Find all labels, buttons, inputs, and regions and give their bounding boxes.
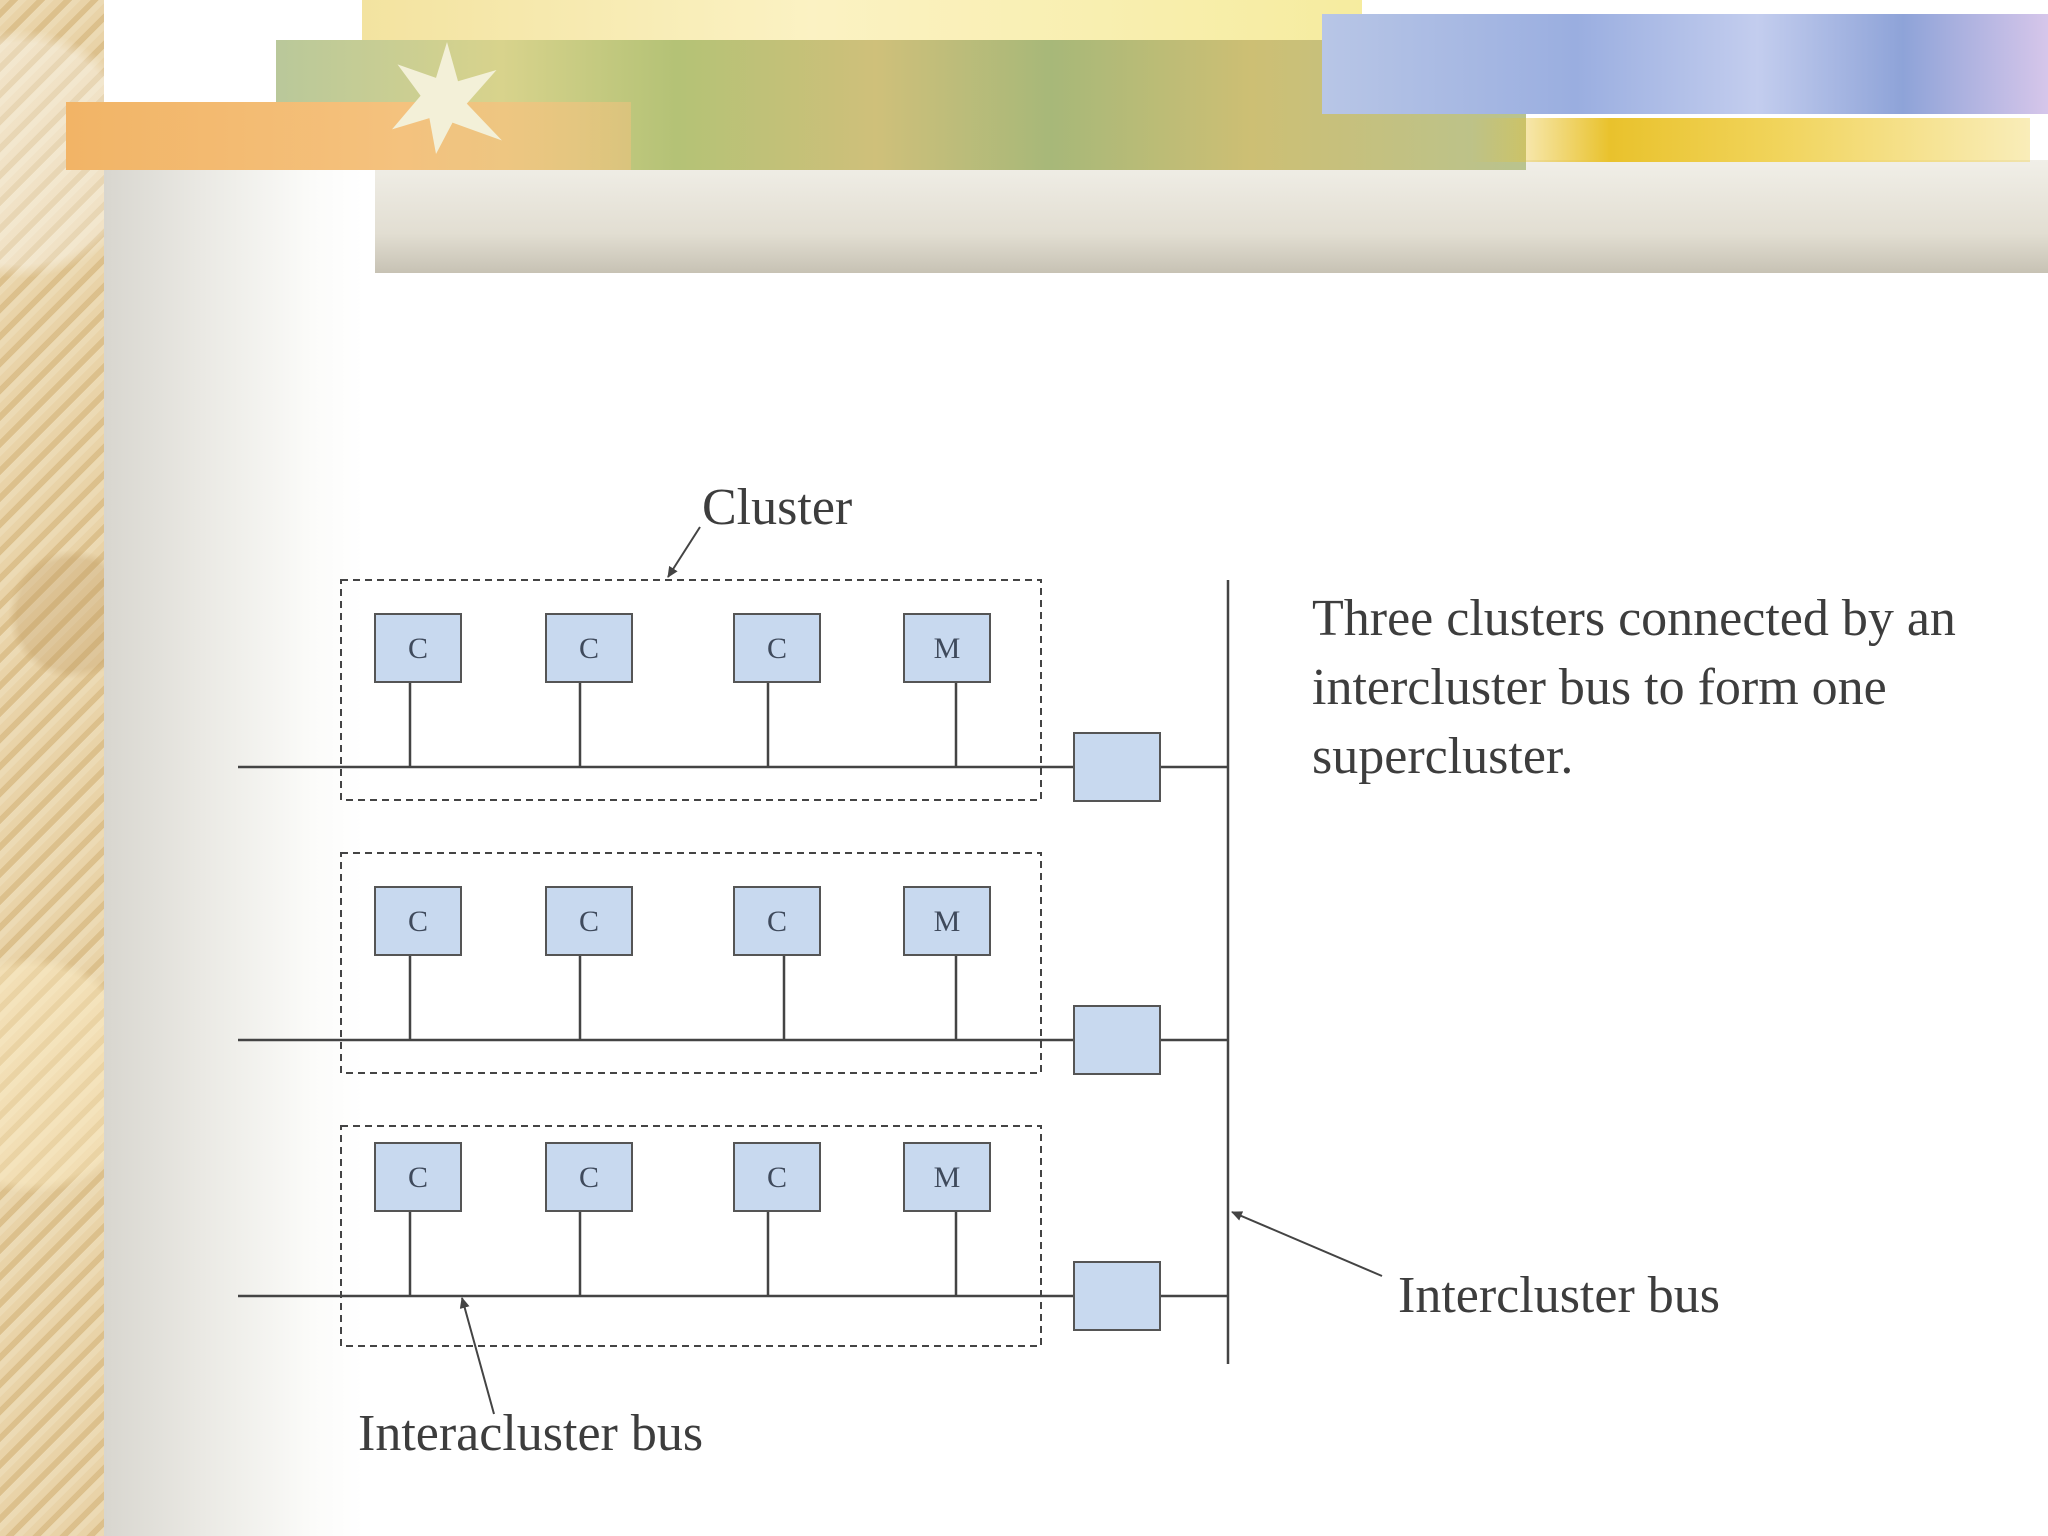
- node-label: C: [408, 905, 428, 938]
- node-label: C: [767, 632, 787, 665]
- header-collage-gold: [1470, 118, 2030, 162]
- header-collage-blue: [1322, 14, 2048, 114]
- cpu-node: [733, 886, 821, 956]
- node-label: M: [934, 905, 961, 938]
- cluster-boundary: [340, 852, 1042, 1074]
- intracluster-bus-arrow: [459, 1297, 495, 1415]
- memory-node: [903, 613, 991, 683]
- cpu-node: [374, 1142, 462, 1212]
- node-label: C: [579, 905, 599, 938]
- cpu-node: [374, 886, 462, 956]
- cluster-boundary: [340, 579, 1042, 801]
- memory-node: [903, 886, 991, 956]
- node-label: C: [408, 1161, 428, 1194]
- cpu-node: [374, 613, 462, 683]
- memory-node: [903, 1142, 991, 1212]
- interface-node: [1073, 732, 1161, 802]
- interface-node: [1073, 1005, 1161, 1075]
- left-parchment-strip: [0, 0, 104, 1536]
- cluster-arrow: [667, 526, 701, 578]
- intracluster-bus-label: Interacluster bus: [358, 1405, 704, 1462]
- cluster-boundary: [340, 1125, 1042, 1347]
- clusters-group: C C C M C C C M C C C M: [238, 579, 1228, 1347]
- interface-node: [1073, 1261, 1161, 1331]
- node-label: M: [934, 1161, 961, 1194]
- node-label: C: [408, 632, 428, 665]
- node-label: C: [767, 905, 787, 938]
- cluster-label: Cluster: [702, 479, 853, 536]
- header-bar: [375, 160, 2048, 273]
- node-label: C: [579, 632, 599, 665]
- intercluster-bus-arrow: [1231, 1211, 1383, 1277]
- cpu-node: [733, 1142, 821, 1212]
- cpu-node: [545, 613, 633, 683]
- node-label: C: [579, 1161, 599, 1194]
- header-collage-top: [362, 0, 1362, 44]
- intercluster-bus-label: Intercluster bus: [1398, 1267, 1721, 1324]
- cpu-node: [733, 613, 821, 683]
- shadow-panel: [104, 170, 364, 1536]
- cpu-node: [545, 886, 633, 956]
- node-label: C: [767, 1161, 787, 1194]
- node-label: M: [934, 632, 961, 665]
- header-collage-orange: [66, 102, 631, 170]
- cpu-node: [545, 1142, 633, 1212]
- diagram-caption: Three clusters connected by an interclus…: [1312, 590, 1956, 785]
